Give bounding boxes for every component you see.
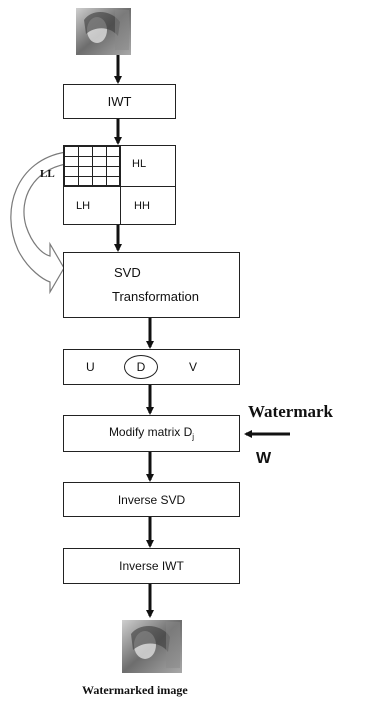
iwt-box: IWT: [63, 84, 176, 119]
lh-label: LH: [76, 200, 91, 212]
input-image: [76, 8, 131, 55]
inverse-iwt-label: Inverse IWT: [119, 559, 184, 573]
hl-label: HL: [132, 158, 147, 170]
subband-divider-vertical: [120, 146, 121, 224]
modify-text: Modify matrix D: [108, 425, 193, 440]
inverse-svd-box: Inverse SVD: [63, 482, 240, 517]
v-label: V: [189, 360, 198, 374]
transformation-label: Transformation: [112, 289, 199, 304]
subband-divider-horizontal: [64, 186, 175, 187]
inverse-svd-label: Inverse SVD: [117, 492, 186, 507]
subband-block: HL LH HH: [63, 145, 176, 225]
modify-matrix-box: Modify matrix Dj: [63, 415, 240, 452]
u-label: U: [86, 360, 95, 374]
iwt-label: IWT: [107, 94, 132, 109]
inverse-iwt-box: Inverse IWT: [63, 548, 240, 584]
modify-subscript: j: [192, 432, 195, 442]
watermarked-image-caption: Watermarked image: [82, 683, 188, 697]
watermarked-image-thumbnail: [122, 620, 182, 673]
svd-transformation-box: SVD Transformation: [63, 252, 240, 318]
modify-label: Modify matrix Dj: [109, 425, 194, 441]
ll-subband-grid: [64, 146, 120, 186]
svd-label: SVD: [114, 265, 141, 280]
curved-arrow-ll-to-svd: [10, 151, 67, 295]
hh-label: HH: [134, 200, 150, 212]
ll-label: LL: [40, 168, 55, 180]
watermark-w-label: W: [256, 450, 272, 467]
watermark-label: Watermark: [248, 402, 333, 421]
udv-box: U D V: [63, 349, 240, 385]
d-ellipse: D: [124, 355, 158, 379]
d-label: D: [136, 360, 146, 374]
